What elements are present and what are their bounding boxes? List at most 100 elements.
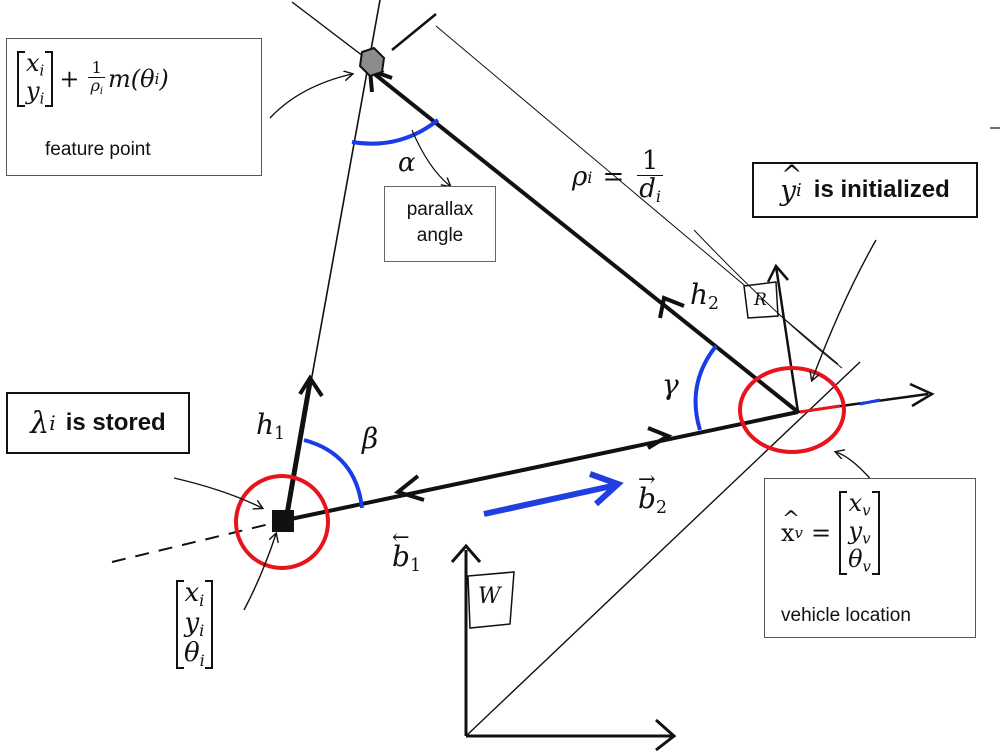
beta-label: β <box>362 422 379 455</box>
world-y-arrowhead <box>450 543 482 563</box>
motion-arrow <box>483 483 613 517</box>
b2-arrowhead <box>646 426 673 450</box>
b1-label: b1 <box>392 525 421 577</box>
vehicle-x: x <box>848 489 863 517</box>
feature-frac-num: 1 <box>91 58 102 78</box>
lambda-text: is stored <box>65 409 166 436</box>
motion-arrowhead <box>588 471 624 507</box>
anchor-point-marker <box>272 510 294 532</box>
robot-flag <box>743 281 779 319</box>
b1-sub: 1 <box>409 556 421 577</box>
anchor-theta-sub: i <box>199 650 205 670</box>
b1-symbol: b <box>392 525 410 573</box>
b2-sub: 2 <box>655 498 667 519</box>
vehicle-state-symbol: x <box>781 507 799 547</box>
vehicle-state-sub: v <box>794 524 803 543</box>
h1-sub: 1 <box>274 424 286 445</box>
vehicle-y-arrowhead <box>766 263 789 283</box>
feature-x-sub: i <box>39 61 45 80</box>
baseline <box>285 410 799 522</box>
feature-box-pointer <box>269 74 352 119</box>
b1-arrowhead <box>393 474 425 502</box>
rho-frac-den-sub: i <box>655 187 662 207</box>
h2-arrowhead <box>658 295 685 319</box>
alpha-arc <box>351 118 440 146</box>
rho-sub: i <box>587 167 593 187</box>
vehicle-y-axis <box>774 265 800 413</box>
feature-theta-sub: i <box>154 70 160 89</box>
h1-vector <box>283 381 313 521</box>
feature-frac-rho-sub: i <box>99 86 104 98</box>
vehicle-uncertainty-circle <box>738 366 846 454</box>
feature-anchor-bracket: xi yi <box>17 49 54 108</box>
parallax-angle-box: parallax angle <box>384 186 496 262</box>
yhat-pointer <box>812 239 877 380</box>
vehicle-heading-blue <box>859 398 881 406</box>
alpha-label: α <box>398 148 416 178</box>
vehicle-heading-red <box>799 404 841 414</box>
h2-label: h2 <box>690 278 719 314</box>
world-frame <box>450 361 861 752</box>
rho-equals: = <box>602 162 625 193</box>
feature-inverse-depth-frac: 1 ρi <box>88 58 106 98</box>
y-hat-sub: i <box>796 179 802 201</box>
feature-y: y <box>26 77 40 106</box>
vehicle-y: y <box>848 517 863 546</box>
anchor-vector-pointer <box>243 534 276 611</box>
anchor-x-sub: i <box>199 590 205 610</box>
anchor-x: x <box>184 578 200 608</box>
anchor-theta: θ <box>184 637 200 668</box>
feature-point-caption: feature point <box>45 139 151 160</box>
rho-pointer <box>693 229 843 369</box>
vehicle-theta-sub: v <box>862 557 871 576</box>
rho-symbol: ρ <box>572 162 588 193</box>
world-x-arrowhead <box>655 718 677 752</box>
feature-plus: + <box>59 65 80 94</box>
vehicle-y-sub: v <box>862 529 871 548</box>
b2-label: b2 <box>638 467 667 519</box>
h2-symbol: h <box>690 278 709 311</box>
rho-frac-den: d <box>639 174 656 205</box>
vehicle-x-sub: v <box>862 501 871 520</box>
vehicle-heading-arrowhead <box>909 382 935 408</box>
parallax-label-line2: angle <box>416 225 464 246</box>
anchor-pose-vector: xi yi θi <box>176 578 213 670</box>
y-hat-text: is initialized <box>813 176 950 203</box>
anchor-pose-bracket: xi yi θi <box>176 578 213 670</box>
ray-vehicle-to-feature <box>370 70 800 414</box>
feature-point-marker <box>358 46 386 78</box>
feature-x: x <box>26 49 40 77</box>
parallax-label-line1: parallax <box>406 199 474 220</box>
world-frame-label: W <box>478 584 501 609</box>
vehicle-state-bracket: xv yv θv <box>839 489 880 576</box>
parallax-pointer <box>411 129 450 186</box>
lambda-pointer <box>173 477 262 508</box>
anchor-y: y <box>184 607 200 638</box>
gamma-label: γ <box>662 368 679 401</box>
beta-arc <box>303 438 364 509</box>
vehicle-theta: θ <box>848 545 863 574</box>
h1-symbol: h <box>256 408 275 441</box>
feature-m-theta: m(θ <box>108 65 155 94</box>
distance-dim-tick <box>391 13 437 51</box>
world-to-vehicle-line <box>465 361 861 737</box>
feature-frac-rho: ρ <box>90 76 100 96</box>
anchor-dashed-line <box>111 519 287 563</box>
robot-frame-label: R <box>754 290 767 310</box>
rho-frac-num: 1 <box>641 146 659 176</box>
b2-symbol: b <box>638 467 656 515</box>
feature-y-sub: i <box>39 89 45 108</box>
h1-label: h1 <box>256 408 285 444</box>
vehicle-location-caption: vehicle location <box>781 605 911 626</box>
h1-arrowhead <box>298 374 324 398</box>
y-hat-symbol: y <box>780 160 802 207</box>
vehicle-equals: = <box>810 519 832 548</box>
lambda-sub: i <box>49 411 56 435</box>
lambda-symbol: λ <box>30 405 50 441</box>
h2-sub: 2 <box>708 294 720 315</box>
